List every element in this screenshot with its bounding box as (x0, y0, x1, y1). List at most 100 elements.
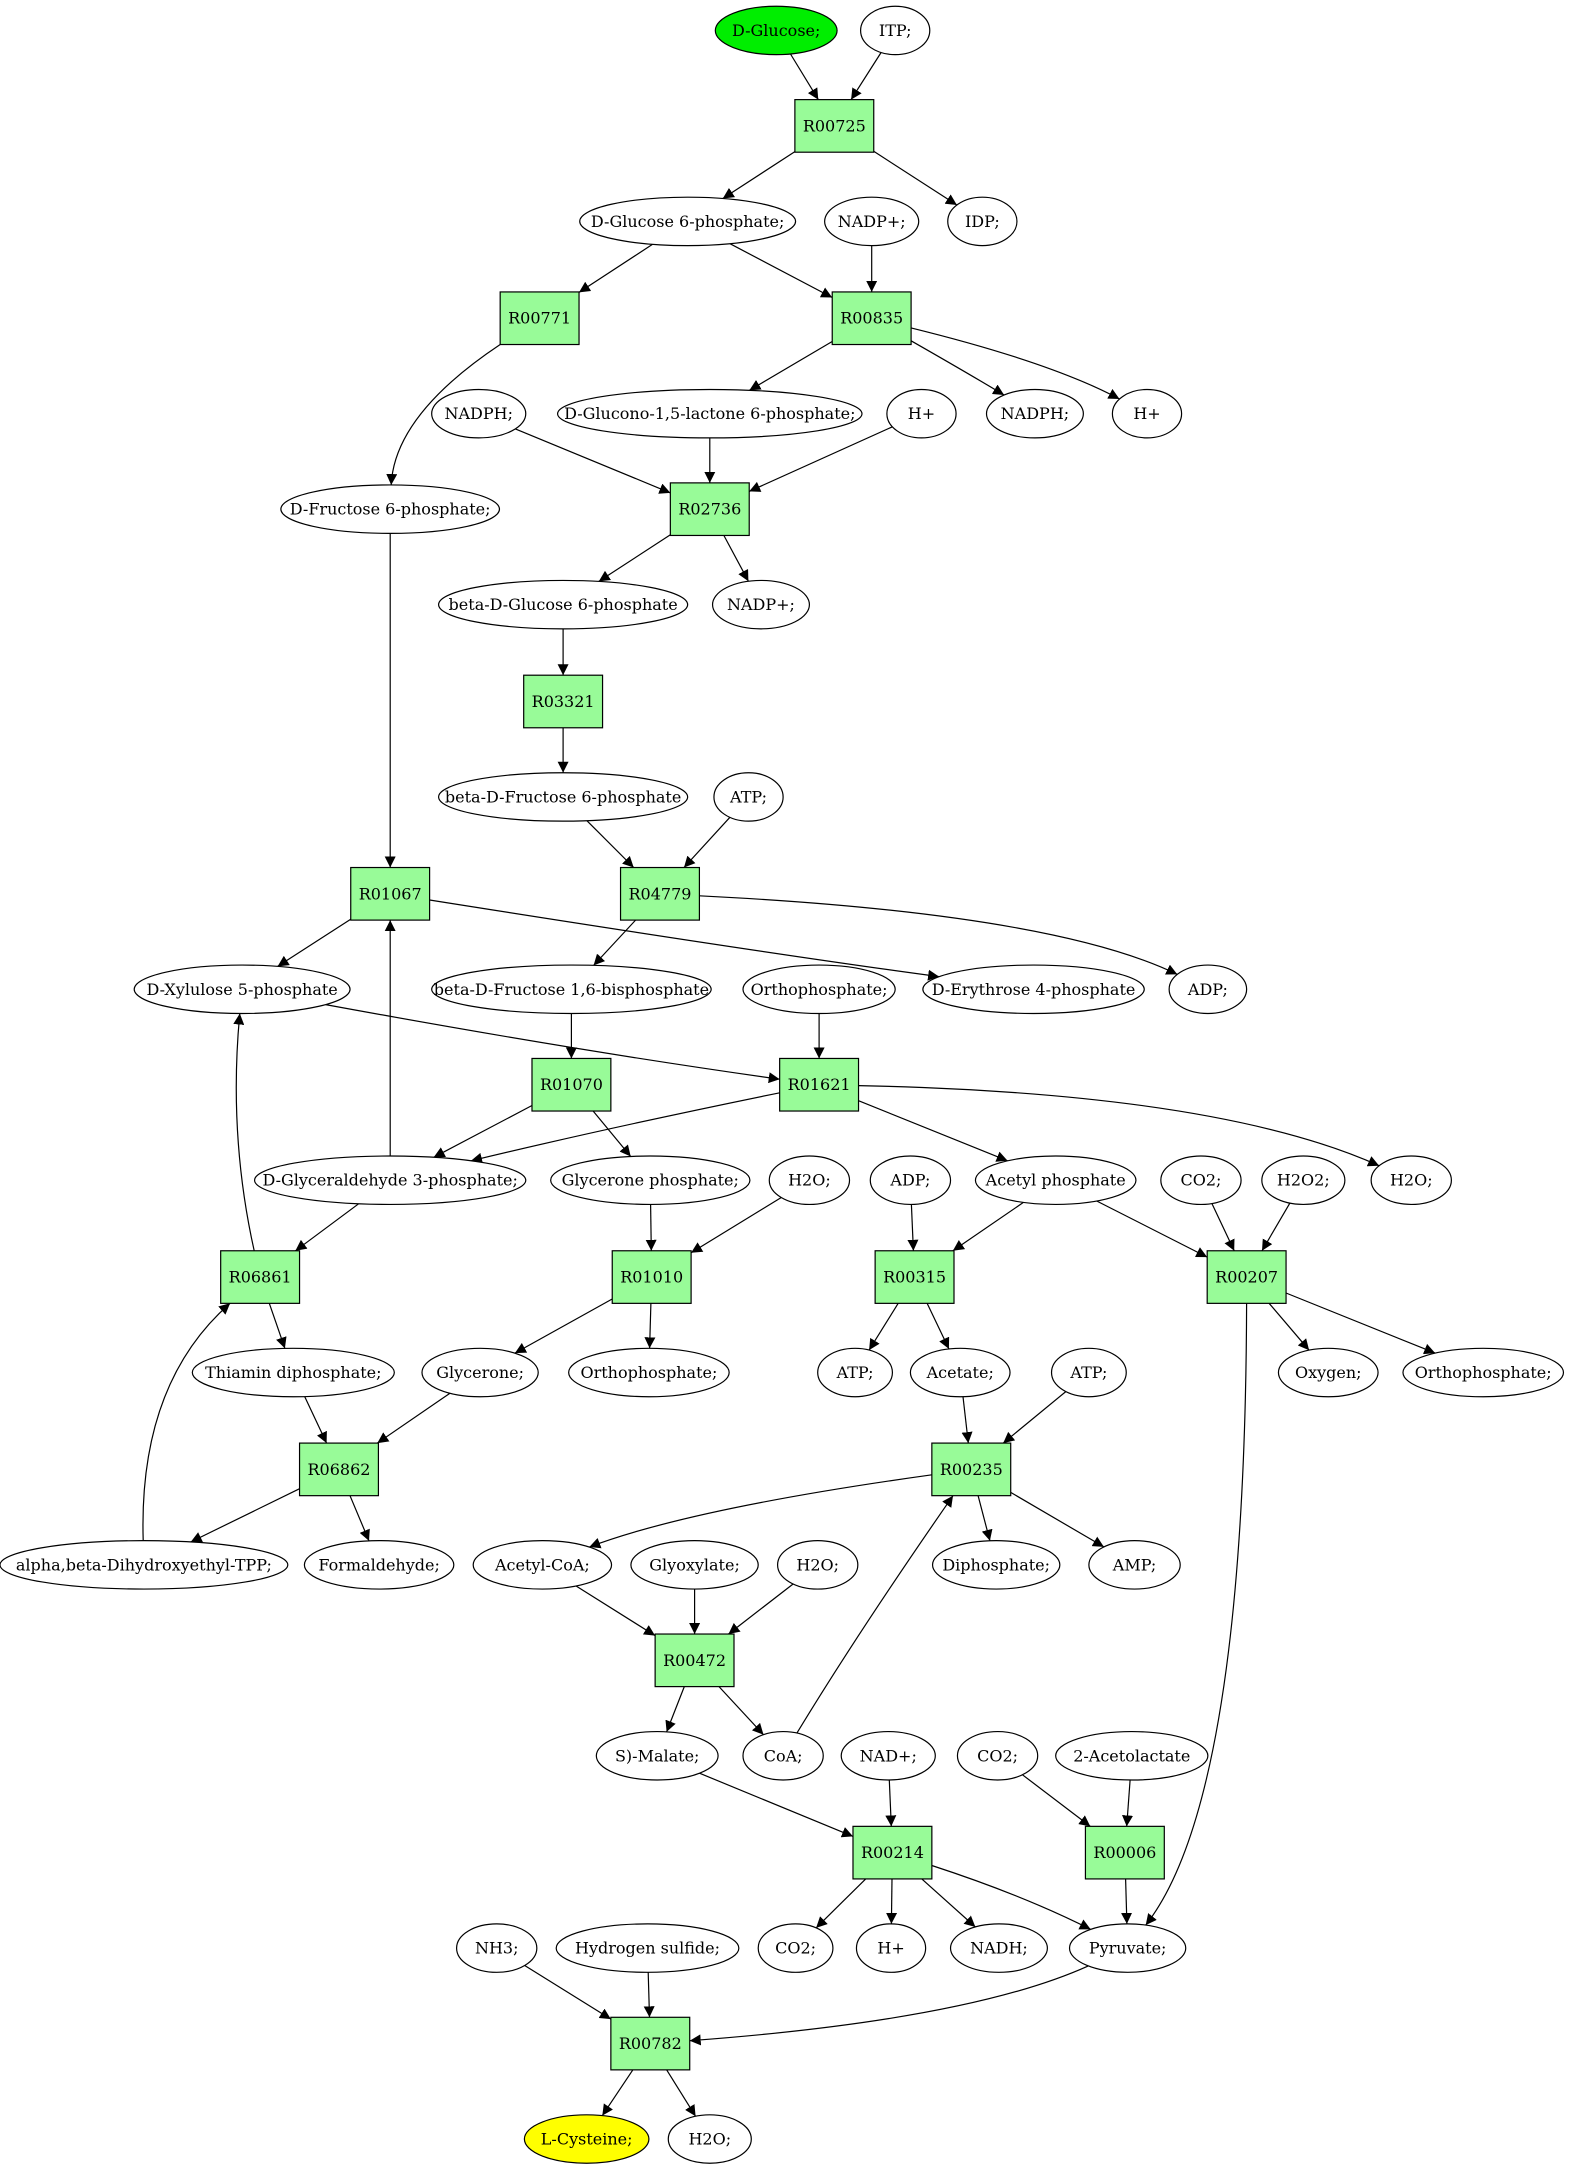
reaction-label: R00214 (861, 1843, 924, 1862)
compound-label: ADP; (889, 1171, 930, 1190)
reaction-label: R00235 (940, 1460, 1003, 1479)
edge-r16-to-coa (718, 1686, 764, 1736)
compound-ellipse (1111, 388, 1183, 439)
edge-r12-to-atp2 (868, 1302, 899, 1351)
compound-node-pi1: Orthophosphate; (742, 964, 896, 1015)
reaction-node-R00725: R00725 (794, 99, 875, 153)
compound-node-acetate: Acetate; (909, 1347, 1011, 1398)
edge-r7-to-bf16bp (593, 919, 637, 966)
compound-ellipse (431, 964, 712, 1015)
reaction-box (298, 1442, 380, 1497)
compound-label: beta-D-Fructose 6-phosphate (445, 787, 681, 806)
reaction-node-R00214: R00214 (852, 1825, 933, 1880)
edge-acetate-to-r15 (961, 1396, 973, 1444)
compound-node-nadp1: NADP+; (824, 196, 920, 247)
compound-node-co2a: CO2; (1160, 1155, 1242, 1206)
compound-label: H+ (1133, 404, 1160, 423)
compound-label: H2O; (688, 2130, 731, 2149)
compound-ellipse (438, 579, 689, 630)
compound-node-pi2: Orthophosphate; (568, 1347, 730, 1398)
compound-ellipse (1370, 1155, 1452, 1206)
compound-ellipse (869, 1155, 952, 1206)
compound-label: D-Fructose 6-phosphate; (290, 500, 491, 519)
compound-node-h2o3: H2O; (1370, 1155, 1452, 1206)
edge-r1-to-g6p (722, 151, 796, 200)
reaction-label: R01067 (359, 884, 422, 903)
compound-node-amp: AMP; (1088, 1540, 1181, 1590)
compound-ellipse (840, 1730, 936, 1781)
compound-label: ATP; (729, 787, 767, 806)
reaction-node-R01067: R01067 (350, 866, 431, 921)
edge-r19-to-cysteine (601, 2069, 634, 2116)
reaction-label: R02736 (678, 500, 741, 519)
compound-ellipse (0, 1540, 289, 1590)
compound-node-hplus1: H+ (886, 388, 957, 439)
edge-r17-to-nadh (921, 1878, 976, 1928)
compound-ellipse (1055, 1730, 1209, 1781)
compound-label: Hydrogen sulfide; (575, 1939, 720, 1958)
reaction-label: R01010 (620, 1268, 683, 1287)
reaction-box (852, 1825, 933, 1880)
reaction-box (611, 1250, 692, 1304)
compound-ellipse (713, 772, 784, 822)
compound-ellipse (776, 1540, 859, 1590)
edge-r14-to-formald (349, 1495, 370, 1542)
edge-r11-to-glycerol (514, 1298, 613, 1354)
compound-ellipse (922, 964, 1145, 1015)
compound-node-itp: ITP; (859, 5, 931, 56)
compound-label: Oxygen; (1295, 1363, 1362, 1382)
compound-node-nadph1: NADPH; (431, 388, 527, 439)
compound-label: Glycerone; (436, 1363, 524, 1382)
compound-ellipse (949, 1923, 1048, 1973)
edge-r6-to-e4p (429, 899, 940, 981)
reaction-box (1084, 1825, 1165, 1880)
compound-ellipse (855, 1923, 927, 1973)
compound-label: ADP; (1187, 980, 1228, 999)
compound-ellipse (1261, 1155, 1346, 1206)
compound-label: H2O; (1390, 1171, 1433, 1190)
edge-nad-to-r17 (885, 1779, 897, 1827)
edge-coa-to-r15 (796, 1495, 954, 1734)
edge-co2b-to-r18 (1022, 1774, 1091, 1827)
compound-ellipse (595, 1730, 719, 1781)
compound-label: beta-D-Glucose 6-phosphate (449, 595, 678, 614)
compound-node-bg6p: beta-D-Glucose 6-phosphate (438, 579, 689, 630)
compound-node-acp: Acetyl phosphate (974, 1155, 1137, 1206)
reaction-label: R06861 (229, 1268, 292, 1287)
reaction-node-R01621: R01621 (779, 1057, 860, 1112)
compound-ellipse (985, 388, 1084, 439)
compound-node-coa: CoA; (742, 1730, 824, 1781)
reaction-node-R00771: R00771 (499, 291, 580, 346)
reaction-label: R00472 (663, 1651, 726, 1670)
edge-r17-to-co2c (815, 1878, 867, 1929)
compound-label: NADPH; (444, 404, 513, 423)
edge-r19-to-h2o5 (666, 2069, 697, 2117)
edge-r2-to-f6p (386, 344, 501, 486)
compound-label: Orthophosphate; (1415, 1363, 1552, 1382)
edge-r15-to-amp (1010, 1491, 1105, 1548)
edge-r13-to-pi3 (1285, 1292, 1436, 1355)
edge-dhetpp-to-r10 (142, 1302, 231, 1541)
compound-ellipse (555, 1923, 740, 1973)
compound-label: H2O; (788, 1171, 831, 1190)
compound-ellipse (523, 2114, 650, 2164)
edge-r13-to-pyruvate (1145, 1303, 1248, 1926)
compound-node-co2c: CO2; (757, 1923, 834, 1973)
edge-g6p-to-r3 (729, 243, 833, 299)
compound-node-acetolac: 2-Acetolactate (1055, 1730, 1209, 1781)
compound-node-h2o1: H2O; (768, 1155, 851, 1206)
reaction-box (523, 674, 604, 729)
compound-node-e4p: D-Erythrose 4-phosphate (922, 964, 1145, 1015)
compound-node-acoa: Acetyl-CoA; (472, 1540, 613, 1590)
compound-ellipse (438, 772, 689, 822)
compound-ellipse (1168, 964, 1248, 1015)
reaction-node-R01070: R01070 (531, 1057, 612, 1112)
edge-h2o4-to-r16 (728, 1583, 794, 1635)
edge-acoa-to-r16 (575, 1585, 656, 1637)
compound-label: NADPH; (1001, 404, 1070, 423)
edge-adp2-to-r12 (907, 1204, 919, 1251)
reaction-label: R00771 (508, 309, 571, 328)
reaction-node-R03321: R03321 (523, 674, 604, 729)
compound-node-dhap: Glycerone phosphate; (550, 1155, 751, 1206)
compound-ellipse (824, 196, 920, 247)
